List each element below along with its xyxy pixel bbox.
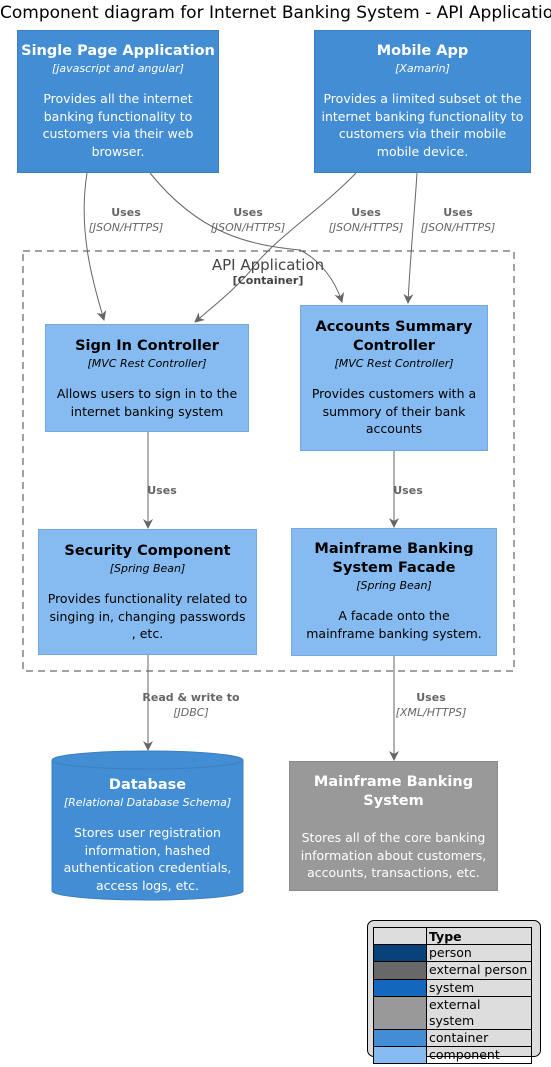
relation-label-accounts-facade: Uses bbox=[393, 484, 423, 497]
legend-header: Type bbox=[426, 926, 532, 946]
accounts-technology: [MVC Rest Controller] bbox=[334, 357, 454, 370]
signin-technology: [MVC Rest Controller] bbox=[87, 357, 207, 370]
relation-label-mobile-signin: Uses [JSON/HTTPS] bbox=[328, 206, 404, 234]
facade-description: A facade onto the mainframe banking syst… bbox=[306, 608, 482, 641]
database-technology: [Relational Database Schema] bbox=[63, 796, 232, 809]
database-label: Database [Relational Database Schema] St… bbox=[52, 776, 243, 894]
legend-header-swatch bbox=[373, 926, 427, 946]
sign-in-controller-box: Sign In Controller [MVC Rest Controller]… bbox=[45, 324, 249, 432]
legend-label-external-person: external person bbox=[426, 961, 532, 980]
legend-label-component: component bbox=[426, 1045, 532, 1065]
security-technology: [Spring Bean] bbox=[109, 562, 186, 575]
legend-swatch-external-person bbox=[373, 961, 427, 980]
connector-spa-to-accounts bbox=[149, 172, 345, 303]
database-cylinder bbox=[51, 750, 244, 901]
mainframe-facade-box: Mainframe Banking System Facade [Spring … bbox=[291, 528, 497, 656]
mainframe-banking-system-box: Mainframe Banking System Stores all of t… bbox=[289, 761, 498, 891]
mainframe-description: Stores all of the core banking informati… bbox=[300, 830, 487, 880]
accounts-description: Provides customers with a summory of the… bbox=[311, 386, 477, 436]
legend-swatch-external-system bbox=[373, 995, 427, 1030]
accounts-name: Accounts Summary Controller bbox=[315, 319, 473, 354]
facade-technology: [Spring Bean] bbox=[356, 579, 432, 592]
relation-label-spa-accounts: Uses [JSON/HTTPS] bbox=[210, 206, 286, 234]
security-component-box: Security Component [Spring Bean] Provide… bbox=[38, 529, 257, 655]
legend-label-external-system: external system bbox=[426, 995, 532, 1030]
legend-swatch-system bbox=[373, 978, 427, 997]
relation-label-spa-signin: Uses [JSON/HTTPS] bbox=[88, 206, 164, 234]
connector-spa-to-signin bbox=[83, 172, 107, 321]
mobile-app-box: Mobile App [Xamarin] Provides a limited … bbox=[314, 30, 531, 173]
legend-label-container: container bbox=[426, 1028, 532, 1047]
mobile-app-technology: [Xamarin] bbox=[395, 62, 450, 75]
boundary-name: API Application bbox=[211, 256, 325, 274]
legend: Type person external person system exter… bbox=[367, 920, 541, 1065]
security-name: Security Component bbox=[64, 543, 231, 559]
database-description: Stores user registration information, ha… bbox=[63, 825, 232, 893]
spa-description: Provides all the internet banking functi… bbox=[42, 91, 194, 159]
mobile-app-description: Provides a limited subset ot the interne… bbox=[321, 91, 524, 159]
legend-swatch-container bbox=[373, 1028, 427, 1047]
legend-label-person: person bbox=[426, 944, 532, 963]
spa-technology: [javascript and angular] bbox=[52, 62, 184, 75]
signin-name: Sign In Controller bbox=[75, 338, 219, 354]
mobile-app-name: Mobile App bbox=[376, 43, 469, 59]
connector-mobile-to-signin bbox=[194, 172, 357, 323]
legend-label-system: system bbox=[426, 978, 532, 997]
diagram-title: Component diagram for Internet Banking S… bbox=[0, 3, 551, 23]
facade-name: Mainframe Banking System Facade bbox=[314, 541, 474, 576]
legend-swatch-person bbox=[373, 944, 427, 963]
security-description: Provides functionality related to singin… bbox=[47, 591, 248, 641]
relation-label-security-database: Read & write to [JDBC] bbox=[142, 691, 240, 719]
relation-label-facade-mainframe: Uses [XML/HTTPS] bbox=[395, 691, 467, 719]
relation-label-signin-security: Uses bbox=[147, 484, 177, 497]
single-page-application-box: Single Page Application [javascript and … bbox=[17, 30, 219, 173]
database-name: Database bbox=[108, 777, 187, 793]
relation-label-mobile-accounts: Uses [JSON/HTTPS] bbox=[420, 206, 496, 234]
legend-table: Type person external person system exter… bbox=[373, 926, 532, 1065]
legend-swatch-component bbox=[373, 1045, 427, 1065]
boundary-stereotype: [Container] bbox=[232, 274, 304, 287]
boundary-title: API Application [Container] bbox=[168, 256, 368, 288]
connector-mobile-to-accounts bbox=[403, 172, 418, 304]
signin-description: Allows users to sign in to the internet … bbox=[56, 386, 238, 419]
accounts-summary-controller-box: Accounts Summary Controller [MVC Rest Co… bbox=[300, 305, 488, 451]
spa-name: Single Page Application bbox=[21, 43, 215, 59]
mainframe-name: Mainframe Banking System bbox=[313, 774, 474, 809]
